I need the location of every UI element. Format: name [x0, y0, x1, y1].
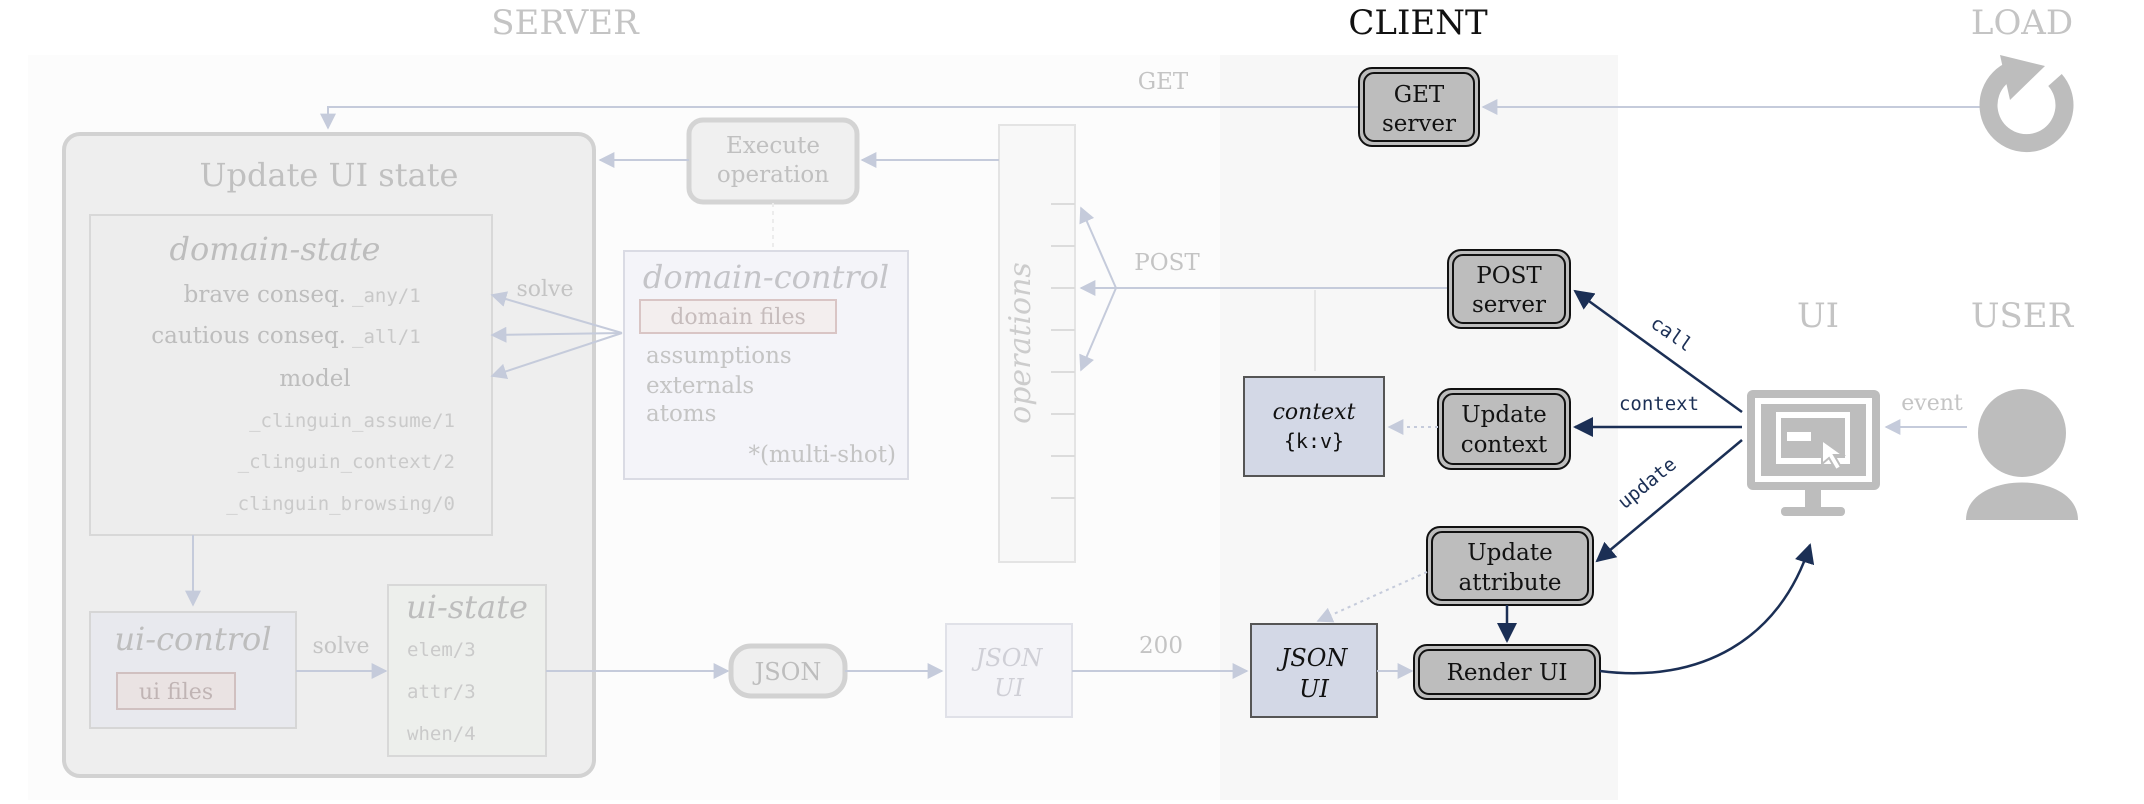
- get-server-label-2: server: [1382, 111, 1456, 137]
- solve-arrow-any: [490, 291, 623, 334]
- pred-assume: _clinguin_assume/1: [249, 410, 455, 432]
- cautious-conseq-label: cautious conseq.: [151, 323, 346, 349]
- server-json-ui-box: [945, 623, 1073, 718]
- solve-label-top: solve: [516, 277, 573, 302]
- solve-arrow-all: [490, 326, 623, 343]
- pred-attr: attr/3: [407, 681, 476, 703]
- user-icon: [1966, 389, 2078, 520]
- client-json-ui-label-2: UI: [1299, 675, 1329, 703]
- post-server-node: [1447, 249, 1571, 329]
- domain-control-assumptions: assumptions: [646, 343, 792, 369]
- render-ui-label: Render UI: [1447, 660, 1568, 686]
- context-box: [1243, 376, 1385, 477]
- update-context-label-1: Update: [1461, 402, 1546, 428]
- get-edge-label: GET: [1138, 69, 1189, 95]
- context-box-title: context: [1273, 400, 1356, 425]
- domain-control-title: domain-control: [643, 258, 889, 296]
- update-context-label-2: context: [1461, 432, 1548, 458]
- render-to-ui-arrow: [1599, 543, 1815, 675]
- event-edge-label: event: [1901, 391, 1963, 416]
- client-json-ui-label-1: JSON: [1276, 644, 1349, 672]
- domain-files-box: [639, 299, 837, 334]
- execute-label-2: operation: [717, 162, 829, 188]
- solve-label-bottom: solve: [312, 634, 369, 659]
- load-header: LOAD: [1971, 3, 2073, 43]
- context-box-kv: {k:v}: [1284, 429, 1344, 453]
- update-attr-to-json-ui-arrow: [1316, 571, 1428, 623]
- server-json-ui-label-1: JSON: [971, 644, 1044, 672]
- client-json-ui-box: [1250, 623, 1378, 718]
- domain-state-title: domain-state: [170, 230, 381, 268]
- pred-context: _clinguin_context/2: [238, 451, 455, 473]
- execute-label-1: Execute: [726, 133, 820, 159]
- post-edge-label: POST: [1134, 250, 1200, 276]
- pred-elem: elem/3: [407, 639, 476, 661]
- cautious-pred: _all/1: [352, 326, 421, 348]
- domain-files-label: domain files: [670, 305, 806, 330]
- update-edge: [1595, 439, 1743, 563]
- ui-files-box: [116, 672, 236, 710]
- pred-when: when/4: [407, 723, 476, 745]
- client-header: CLIENT: [1348, 3, 1488, 43]
- get-server-label-1: GET: [1394, 82, 1445, 108]
- ui-header: UI: [1797, 296, 1839, 336]
- update-attribute-node: [1426, 526, 1594, 606]
- post-fan-bottom: [1079, 287, 1117, 372]
- post-server-label-2: server: [1472, 292, 1546, 318]
- ui-control-title: ui-control: [114, 620, 271, 658]
- ui-files-label: ui files: [139, 680, 213, 705]
- user-header: USER: [1971, 296, 2075, 336]
- domain-control-box: [623, 250, 909, 480]
- update-edge-label: update: [1614, 453, 1681, 513]
- post-fan-top: [1079, 206, 1117, 289]
- pred-browsing: _clinguin_browsing/0: [226, 493, 455, 515]
- operations-column: [998, 124, 1076, 563]
- model-label: model: [279, 366, 350, 392]
- solve-arrow-model: [490, 332, 623, 380]
- reload-icon: [1979, 55, 2074, 153]
- domain-control-atoms: atoms: [646, 401, 716, 427]
- status-200-label: 200: [1139, 633, 1183, 659]
- call-edge: [1573, 289, 1743, 414]
- multishot-label: *(multi-shot): [748, 442, 896, 468]
- update-context-node: [1437, 388, 1571, 470]
- get-request-line: [320, 106, 1358, 130]
- server-header: SERVER: [491, 3, 640, 43]
- server-json-ui-label-2: UI: [994, 674, 1024, 702]
- update-attribute-label-1: Update: [1467, 540, 1552, 566]
- operations-label: operations: [1003, 262, 1038, 424]
- brave-pred: _any/1: [352, 285, 421, 307]
- monitor-icon: [1747, 390, 1880, 516]
- get-server-node: [1358, 67, 1480, 147]
- operations-ticks: [1051, 203, 1075, 499]
- brave-conseq-label: brave conseq.: [184, 282, 346, 308]
- post-server-label-1: POST: [1476, 263, 1542, 289]
- update-ui-state-title: Update UI state: [200, 156, 459, 194]
- ui-state-title: ui-state: [406, 588, 528, 626]
- json-label: JSON: [752, 658, 822, 686]
- context-edge-label: context: [1619, 393, 1699, 415]
- domain-control-externals: externals: [646, 373, 754, 399]
- update-attribute-label-2: attribute: [1459, 570, 1562, 596]
